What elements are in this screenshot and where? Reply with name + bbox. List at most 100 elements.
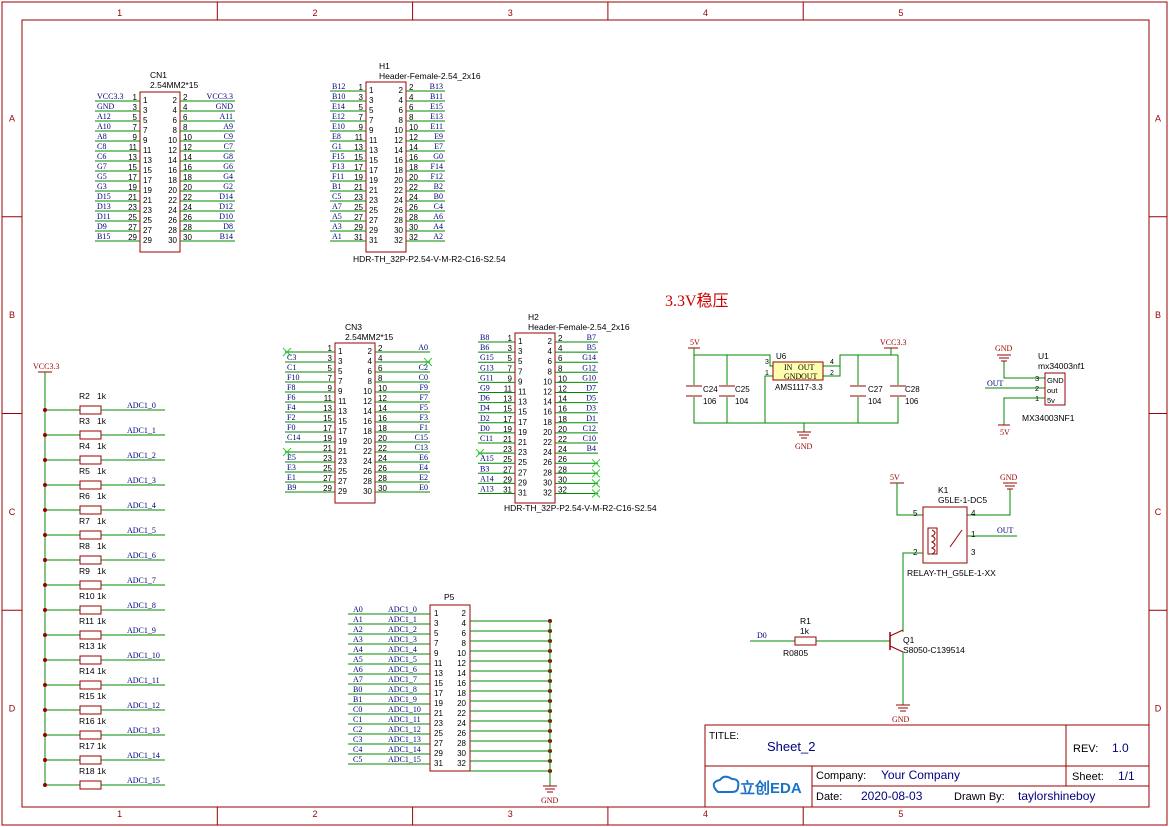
- pin-number: 12: [457, 659, 466, 668]
- pin-number: 26: [378, 464, 387, 473]
- net-label: B0: [353, 685, 362, 694]
- net-label: F6: [287, 393, 295, 402]
- pin-number: 2: [368, 347, 373, 356]
- junction-dot: [43, 658, 47, 662]
- pin-number: 30: [378, 484, 387, 493]
- pin-number: 6: [378, 364, 383, 373]
- pin-number: 5: [369, 106, 374, 115]
- no-connect-mark: [475, 448, 485, 458]
- junction-dot: [43, 458, 47, 462]
- net-label: E0: [419, 483, 428, 492]
- u6-pin-out2: OUT: [801, 372, 818, 381]
- pin-number: 22: [378, 444, 387, 453]
- u1-ref: U1: [1038, 351, 1049, 361]
- cap-value: 104: [868, 397, 882, 406]
- pin-number: 27: [128, 223, 137, 232]
- pin-number: 10: [363, 387, 372, 396]
- net-label: F0: [287, 423, 295, 432]
- pin-number: 29: [338, 487, 347, 496]
- pin-number: 8: [558, 364, 563, 373]
- regulator-block[interactable]: 3.3V稳压 5V VCC3.3 GND U6 IN OUT GND OUT 3: [665, 292, 920, 451]
- pin-number: 10: [457, 649, 466, 658]
- net-label: C8: [97, 142, 106, 151]
- pin-number: 6: [558, 354, 563, 363]
- pin-number: 9: [143, 136, 148, 145]
- pin-number: 31: [518, 489, 527, 498]
- pin-number: 1: [434, 609, 439, 618]
- q1-ref: Q1: [903, 635, 915, 645]
- net-label: ADC1_13: [388, 735, 421, 744]
- pin-number: 14: [168, 156, 177, 165]
- pin-number: 18: [363, 427, 372, 436]
- u6-pin-gnd: GND: [784, 372, 802, 381]
- resistor-body: [79, 430, 102, 440]
- pin-number: 5: [328, 364, 333, 373]
- pin-number: 7: [143, 126, 148, 135]
- resistor-body: [79, 780, 102, 790]
- resistor-value: 1k: [97, 466, 107, 476]
- pin-number: 9: [434, 649, 439, 658]
- no-connect-mark: [591, 458, 601, 468]
- net-label: A4: [353, 645, 363, 654]
- pin-number: 20: [394, 176, 403, 185]
- pin-number: 19: [338, 437, 347, 446]
- pin-number: 18: [457, 689, 466, 698]
- u1-5v-wire: [1003, 397, 1045, 425]
- relay-ref: K1: [938, 485, 949, 495]
- resistor-body: [79, 480, 102, 490]
- relay-k1[interactable]: 5V GND K1 G5LE-1-DC5 5 4 1 2 3 OUT RELAY…: [890, 473, 1018, 632]
- driver-q1[interactable]: D0 R1 1k R0805 Q1 S8050-C139514 GND: [750, 616, 965, 724]
- u1-gnd-symbol: [997, 354, 1011, 362]
- net-label: ADC1_15: [388, 755, 421, 764]
- u1-gnd-net: GND: [995, 344, 1013, 353]
- net-label: E8: [332, 132, 341, 141]
- pin-number: 30: [409, 223, 418, 232]
- pin-number: 16: [168, 166, 177, 175]
- resistor-value: 1k: [97, 541, 107, 551]
- net-label: F2: [287, 413, 295, 422]
- pin-number: 11: [129, 143, 138, 152]
- net-label: E2: [419, 473, 428, 482]
- pin-number: 17: [338, 427, 347, 436]
- pin-number: 15: [369, 156, 378, 165]
- net-label: C6: [97, 152, 106, 161]
- resistor-body: [79, 580, 102, 590]
- reg-gnd-wire: [693, 397, 899, 424]
- net-label: F11: [332, 172, 344, 181]
- drawn-label: Drawn By:: [954, 791, 1005, 803]
- pin-number: 9: [133, 133, 138, 142]
- frame-row-right: D: [1155, 704, 1162, 714]
- net-label: E14: [332, 102, 345, 111]
- pin-number: 25: [338, 467, 347, 476]
- frame-row-left: C: [9, 507, 16, 517]
- pin-number: 6: [462, 629, 467, 638]
- h1-body: [365, 81, 407, 253]
- net-label: D3: [586, 404, 596, 413]
- pin-number: 7: [328, 374, 333, 383]
- pin-number: 16: [558, 405, 567, 414]
- net-label: D9: [97, 222, 107, 231]
- frame-col-top: 4: [703, 8, 708, 18]
- no-connect-mark: [282, 347, 292, 357]
- pin-number: 13: [354, 143, 363, 152]
- net-label: B10: [332, 92, 345, 101]
- pin-number: 4: [183, 103, 188, 112]
- pin-number: 22: [543, 438, 552, 447]
- pin-number: 6: [399, 106, 404, 115]
- net-label: B8: [480, 333, 489, 342]
- net-label: G5: [97, 172, 107, 181]
- u1-pin-5v: 5v: [1047, 396, 1055, 405]
- pin-number: 15: [518, 408, 527, 417]
- no-connect-mark: [591, 479, 601, 488]
- net-label: A2: [433, 232, 443, 241]
- sensor-u1[interactable]: GND U1 mx34003nf1 GND out 5v 3 2 1 OUT 5…: [985, 344, 1085, 437]
- relay-coil-wire: [902, 552, 923, 632]
- pin-number: 32: [558, 486, 567, 495]
- pin-number: 14: [378, 404, 387, 413]
